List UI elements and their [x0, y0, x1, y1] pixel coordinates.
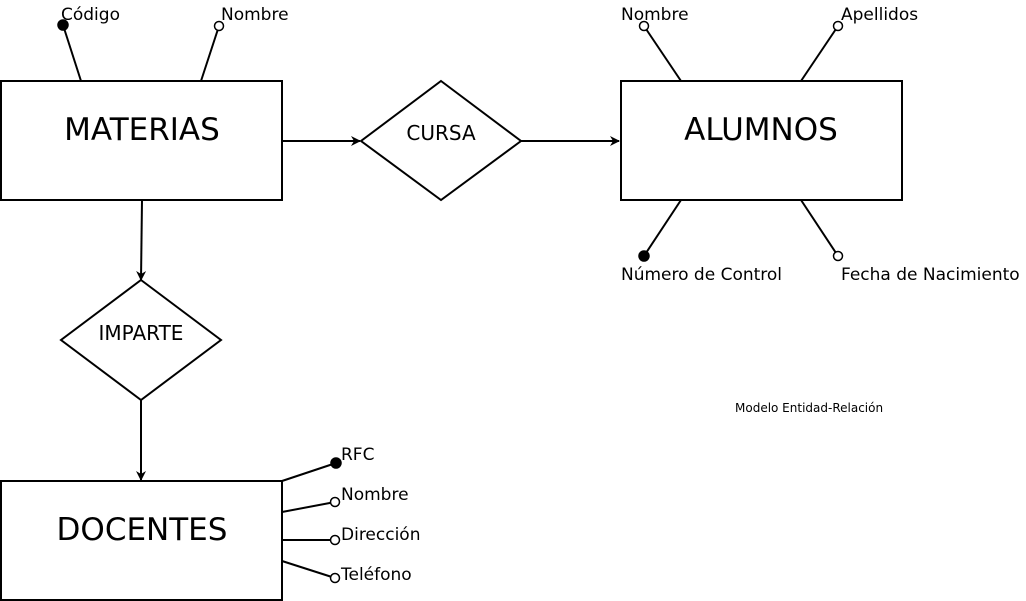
relationship-cursa[interactable]: CURSA: [282, 79, 620, 202]
attribute-alumnos-nombre[interactable]: Nombre: [621, 5, 689, 82]
attribute-docentes-direccion[interactable]: Dirección: [282, 525, 420, 546]
attribute-label: Número de Control: [621, 265, 782, 285]
attribute-connector: [281, 501, 336, 513]
attribute-label: Nombre: [221, 5, 289, 25]
attribute-connector: [281, 560, 336, 579]
attribute-icon: [329, 572, 341, 584]
attribute-icon: [213, 20, 225, 32]
attribute-label: Fecha de Nacimiento: [841, 265, 1020, 285]
attribute-icon: [329, 534, 341, 546]
attribute-connector: [643, 25, 682, 82]
attribute-label: RFC: [341, 445, 374, 465]
attribute-docentes-telefono[interactable]: Teléfono: [281, 560, 412, 585]
attribute-icon: [329, 496, 341, 508]
entity-alumnos[interactable]: ALUMNOS: [620, 80, 903, 201]
attribute-alumnos-fecha-nacimiento[interactable]: Fecha de Nacimiento: [800, 199, 1020, 285]
key-attribute-icon: [638, 250, 650, 262]
attribute-label: Nombre: [621, 5, 689, 25]
attribute-connector: [200, 25, 220, 82]
attribute-materias-codigo[interactable]: Código: [57, 5, 120, 82]
attribute-icon: [832, 250, 844, 262]
attribute-docentes-nombre[interactable]: Nombre: [281, 485, 409, 513]
attribute-connector: [800, 199, 839, 257]
diagram-caption: Modelo Entidad-Relación: [735, 401, 883, 415]
entity-docentes[interactable]: DOCENTES: [0, 480, 283, 601]
entity-alumnos-name: ALUMNOS: [684, 112, 838, 148]
attribute-icon: [638, 20, 650, 32]
attribute-connector: [62, 24, 82, 82]
entity-docentes-name: DOCENTES: [57, 512, 228, 548]
relationship-imparte-name: IMPARTE: [99, 321, 184, 345]
attribute-icon: [832, 20, 844, 32]
key-attribute-icon: [57, 19, 69, 31]
entity-materias[interactable]: MATERIAS: [0, 80, 283, 201]
attribute-connector: [643, 199, 682, 257]
attribute-alumnos-numero-control[interactable]: Número de Control: [621, 199, 782, 285]
imparte-arrow-in: [136, 199, 147, 281]
attribute-docentes-rfc[interactable]: RFC: [281, 445, 374, 482]
attribute-label: Código: [61, 5, 120, 25]
attribute-label: Dirección: [341, 525, 420, 545]
attribute-materias-nombre[interactable]: Nombre: [200, 5, 289, 82]
attribute-label: Apellidos: [841, 5, 918, 25]
entity-materias-name: MATERIAS: [64, 112, 220, 148]
attribute-label: Nombre: [341, 485, 409, 505]
attribute-connector: [800, 25, 839, 82]
entity-materias-box[interactable]: [0, 80, 283, 201]
relationship-imparte[interactable]: IMPARTE: [59, 199, 223, 481]
key-attribute-icon: [330, 457, 342, 469]
attribute-alumnos-apellidos[interactable]: Apellidos: [800, 5, 918, 82]
attribute-label: Teléfono: [340, 565, 412, 585]
relationship-cursa-diamond[interactable]: [359, 79, 523, 202]
entity-docentes-box[interactable]: [0, 480, 283, 601]
entity-alumnos-box[interactable]: [620, 80, 903, 201]
relationship-cursa-name: CURSA: [406, 121, 476, 145]
attribute-connector: [281, 462, 337, 482]
